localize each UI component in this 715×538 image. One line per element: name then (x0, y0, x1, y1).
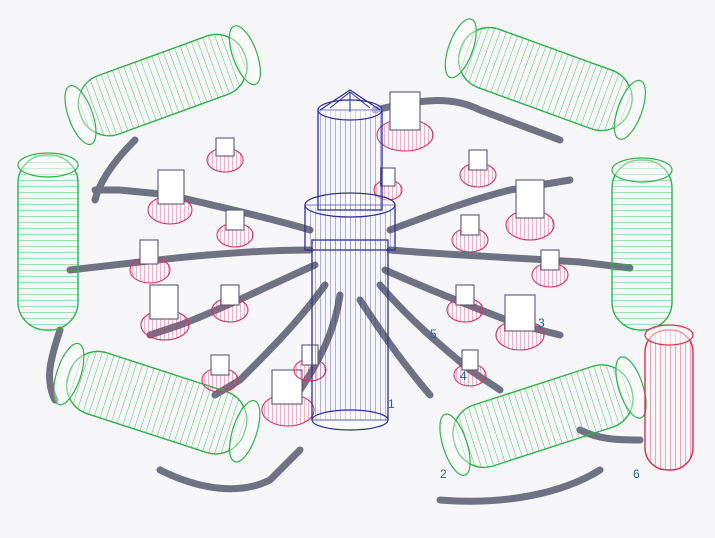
pipe (91, 136, 139, 204)
pump (495, 294, 545, 351)
pump-group (129, 91, 569, 427)
pump (451, 214, 489, 253)
tank-top-right (444, 18, 646, 140)
pump (453, 349, 487, 387)
tank-left (17, 152, 79, 331)
callout-label-1: 1 (388, 397, 395, 411)
pump (505, 179, 555, 241)
pump (211, 284, 249, 323)
tank-right (611, 157, 673, 331)
pump (459, 149, 497, 188)
pump (261, 369, 315, 427)
pump (206, 137, 244, 173)
pump (147, 169, 193, 225)
callout-label-2: 2 (440, 467, 447, 481)
pipe (386, 246, 634, 272)
pipe (66, 246, 314, 274)
pump (201, 354, 239, 393)
pipe (386, 176, 574, 234)
callout-label-4: 4 (460, 369, 467, 383)
pipe (46, 326, 64, 404)
pipe (156, 446, 304, 493)
pressurizer (644, 324, 694, 471)
reactor-vessel (304, 89, 396, 431)
pump (129, 239, 171, 284)
callout-labels: 1 2 3 4 5 6 (388, 316, 640, 481)
pump (446, 284, 484, 323)
tank-bottom-left (53, 342, 261, 463)
pump (531, 249, 569, 288)
pipe (436, 466, 604, 505)
pump (376, 91, 434, 152)
pump (140, 284, 190, 341)
pump (216, 209, 254, 248)
tank-top-left (64, 25, 261, 146)
callout-label-3: 3 (538, 316, 545, 330)
tank-bottom-right (439, 356, 647, 476)
callout-label-5: 5 (430, 327, 437, 341)
pipe (91, 186, 314, 234)
callout-label-6: 6 (633, 467, 640, 481)
